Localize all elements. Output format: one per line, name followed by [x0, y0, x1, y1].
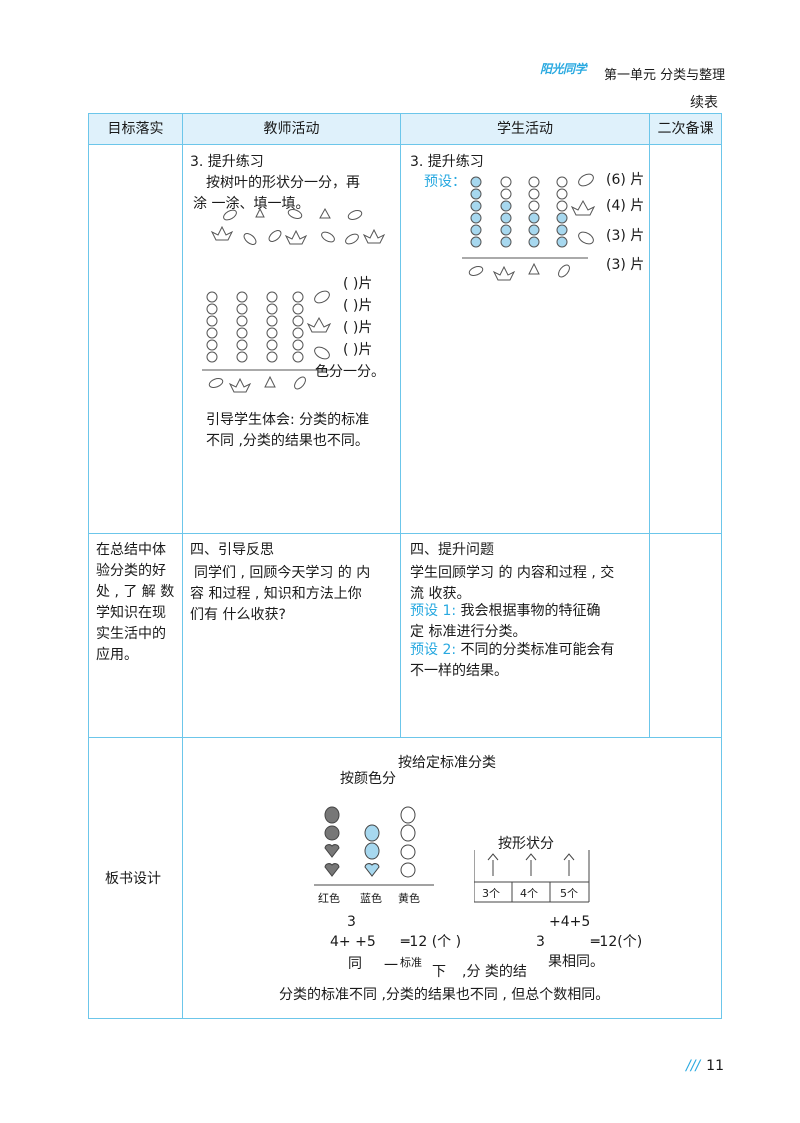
by-shape-label: 按形状分 [498, 836, 554, 852]
col-header-goal: 目标落实 [89, 114, 182, 144]
col-header-teacher: 教师活动 [183, 114, 400, 144]
col-header-revision: 二次备课 [650, 114, 721, 144]
leaf-icon [347, 210, 363, 220]
blue-shapes-column [364, 824, 380, 877]
preset2-label: 预设 2: [410, 642, 457, 658]
board-summary: 分类的标准不同 ,分类的结果也不同 , 但总个数相同。 [279, 987, 610, 1003]
filled-circle-column-1 [470, 176, 482, 248]
leaf-icon [578, 173, 594, 187]
filled-leaf-chart [462, 173, 596, 281]
leaf-icon [314, 290, 330, 304]
board-design-label: 板书设计 [105, 871, 161, 887]
leaf-icon [208, 378, 224, 388]
leaf-icon [255, 207, 265, 218]
teacher-guide-line1: 引导学生体会: 分类的标准 [206, 412, 370, 428]
leaf-icon [287, 209, 303, 219]
bottom-line-c: 标准 [400, 956, 422, 969]
leaf-icon [314, 346, 330, 360]
teacher-instruction-line1: 按树叶的形状分一分，再 [206, 175, 360, 191]
color-label-yellow: 黄色 [398, 892, 420, 905]
teacher-instruction-line2: 涂 一涂、填一填。 [193, 196, 310, 212]
leaf-icon [294, 376, 306, 390]
eq-left-result: ═12 (个 ) [401, 934, 462, 950]
eq-right: 3 [536, 934, 545, 950]
leaf-icon [578, 231, 594, 245]
leaf-icon [345, 233, 359, 245]
teacher-blank-2[interactable]: ( )片 [343, 298, 373, 314]
student-count-4: (3) 片 [606, 257, 645, 273]
bottom-line-f: 果相同。 [548, 954, 604, 970]
maple-icon [306, 316, 332, 333]
leaf-icon [223, 209, 237, 221]
flower-icon [563, 853, 575, 876]
teacher-guide-line2: 不同 ,分类的结果也不同。 [206, 433, 369, 449]
bottom-line-b: 一 [384, 958, 398, 974]
leaf-icon [268, 230, 282, 242]
teacher-blank-4[interactable]: ( )片 [343, 342, 373, 358]
shape-count-3: 5个 [560, 887, 578, 900]
teacher-blank-1[interactable]: ( )片 [343, 276, 373, 292]
leaf-icon [264, 375, 276, 388]
preset1-label: 预设 1: [410, 603, 457, 619]
shape-sort-diagram [474, 850, 590, 903]
color-sort-diagram [314, 806, 434, 886]
flower-icon [525, 853, 537, 876]
eq-right-top: +4+5 [549, 914, 591, 930]
maple-icon [228, 377, 252, 393]
bottom-line-d: 下 [432, 964, 446, 980]
maple-icon [284, 229, 308, 245]
circle-column-4 [556, 176, 568, 248]
bottom-line-a: 同 [348, 956, 362, 972]
col-header-student: 学生活动 [401, 114, 649, 144]
maple-icon [570, 199, 596, 216]
circle-column-3 [528, 176, 540, 248]
leaf-icon [321, 231, 335, 243]
student-count-1: (6) 片 [606, 172, 645, 188]
student-count-3: (3) 片 [606, 228, 645, 244]
eq-left: 4+ +5 [330, 934, 376, 950]
eq-right-result: ═12(个) [591, 934, 643, 950]
teacher-blank-3[interactable]: ( )片 [343, 320, 373, 336]
unit-title: 第一单元 分类与整理 [604, 68, 726, 83]
maple-icon [492, 265, 516, 281]
leaf-icon [468, 266, 484, 276]
leaf-icon [243, 233, 257, 245]
circle-column-2 [500, 176, 512, 248]
student-practice-heading: 3. 提升练习 [410, 154, 484, 170]
color-label-blue: 蓝色 [360, 892, 382, 905]
maple-icon [210, 225, 234, 241]
continued-label: 续表 [690, 95, 718, 111]
teacher-practice-heading: 3. 提升练习 [190, 154, 264, 170]
leaf-icon [528, 262, 540, 275]
page-number: ///11 [686, 1058, 724, 1074]
bottom-line-e: ,分 类的结 [462, 964, 527, 980]
empty-circle-grid [206, 291, 304, 363]
leaf-icon [558, 264, 570, 278]
shape-count-2: 4个 [520, 887, 538, 900]
student-count-2: (4) 片 [606, 198, 645, 214]
eq-left-top: 3 [347, 914, 356, 930]
by-color-label: 按颜色分 [340, 771, 396, 787]
brand-logo: 阳光同学 [540, 62, 587, 76]
shape-count-1: 3个 [482, 887, 500, 900]
teacher-overlap-text: 色分一分。 [315, 364, 385, 380]
board-title: 按给定标准分类 [398, 755, 496, 771]
leaf-sorting-figure [202, 207, 386, 393]
maple-icon [362, 228, 386, 244]
color-label-red: 红色 [318, 892, 340, 905]
flower-icon [487, 853, 499, 876]
red-shapes-column [324, 806, 340, 877]
student-preset-label: 预设： [424, 174, 466, 190]
yellow-shapes-column [400, 806, 416, 878]
leaf-icon [319, 207, 331, 219]
